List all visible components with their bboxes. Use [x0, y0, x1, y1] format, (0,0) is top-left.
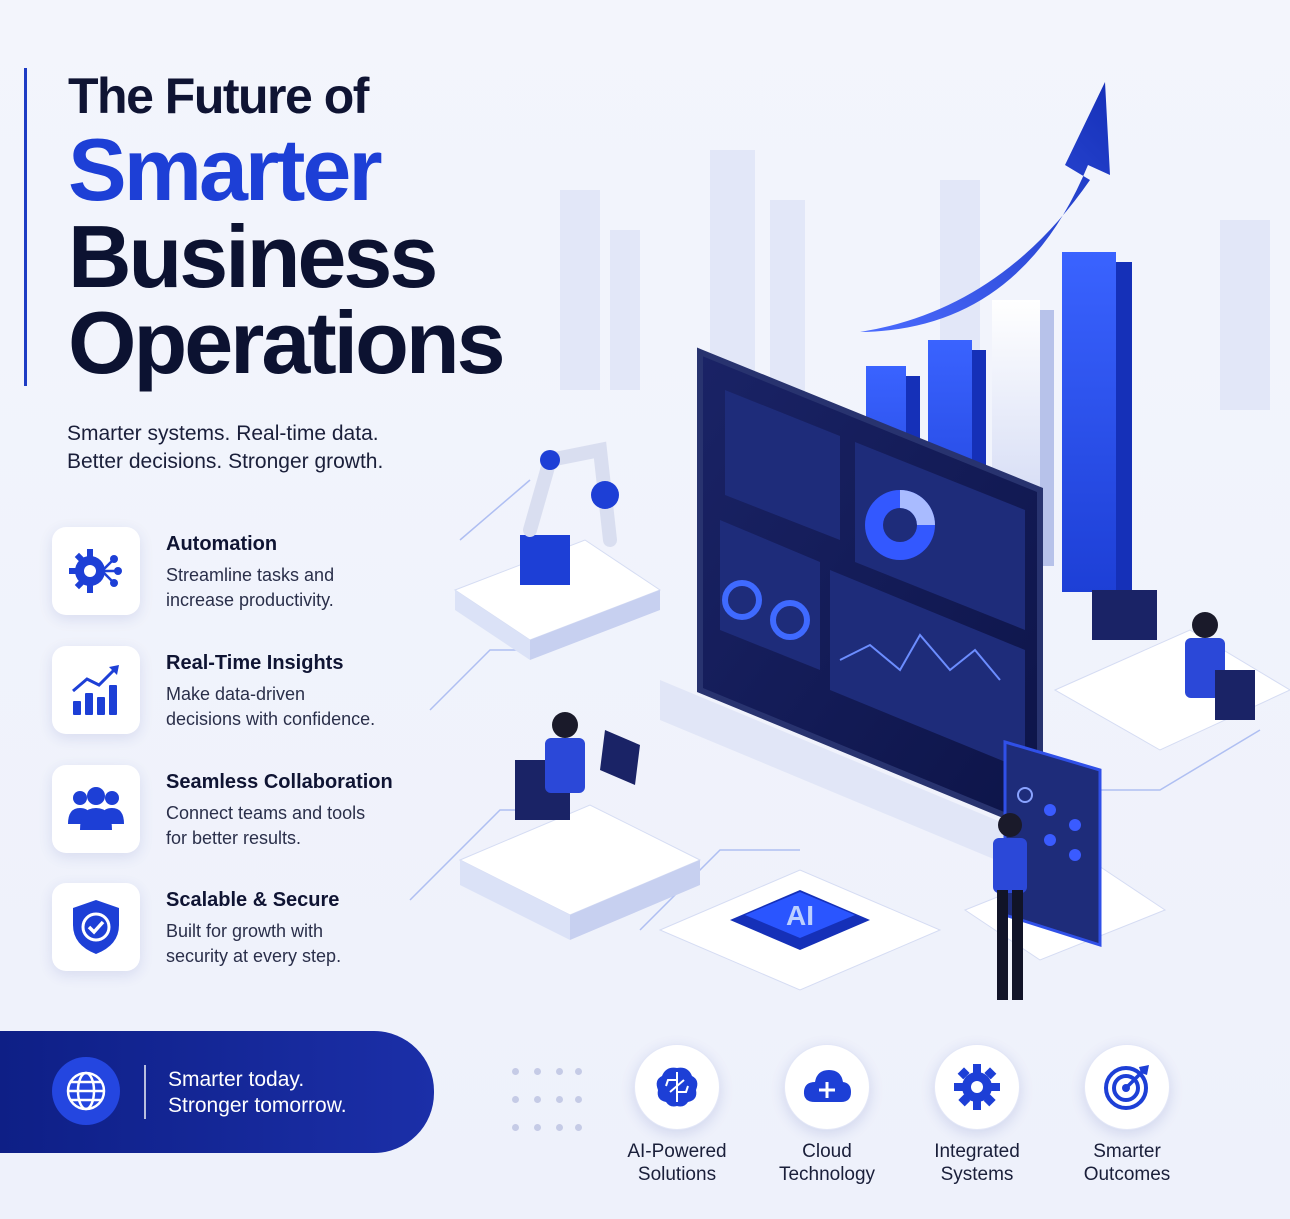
feature-desc-line: Make data-driven — [166, 684, 306, 704]
bottom-item-line: AI-Powered — [627, 1141, 727, 1162]
tagline-banner: Smarter today. Stronger tomorrow. — [0, 1031, 434, 1153]
bottom-item-label: Integrated Systems — [902, 1140, 1052, 1186]
decorative-dot-grid — [512, 1068, 582, 1134]
feature-desc-line: security at every step. — [166, 946, 342, 966]
title-accent-line — [24, 68, 27, 386]
subtitle-line-2: Better decisions. Stronger growth. — [67, 450, 384, 473]
person-at-laptop — [458, 712, 702, 940]
gear-network-icon — [52, 527, 140, 615]
ai-chip-label: AI — [786, 900, 814, 931]
feature-description: Make data-driven decisions with confiden… — [166, 682, 426, 732]
bottom-item-line: Smarter — [1093, 1141, 1161, 1162]
tagline-line: Smarter today. — [168, 1068, 305, 1091]
headline: The Future of Smarter Business Operation… — [68, 66, 506, 392]
feature-title: Scalable & Secure — [166, 889, 340, 911]
headline-line-2: Smarter — [68, 120, 383, 219]
target-icon — [1084, 1044, 1170, 1130]
feature-automation: Automation Streamline tasks and increase… — [52, 527, 472, 617]
ai-chip-platform: AI — [658, 869, 942, 991]
bar-chart-icon — [52, 646, 140, 734]
subtitle-line-1: Smarter systems. Real-time data. — [67, 422, 379, 445]
bottom-item-line: Outcomes — [1083, 1164, 1171, 1185]
feature-description: Streamline tasks and increase productivi… — [166, 563, 426, 613]
feature-smarter-outcomes: Smarter Outcomes — [1052, 1044, 1202, 1186]
feature-desc-line: increase productivity. — [166, 590, 334, 610]
feature-description: Built for growth with security at every … — [166, 919, 426, 969]
feature-description: Connect teams and tools for better resul… — [166, 801, 426, 851]
dashboard-monitor — [660, 347, 1043, 870]
brain-circuit-icon — [634, 1044, 720, 1130]
bottom-item-label: AI-Powered Solutions — [602, 1140, 752, 1186]
feature-cloud-technology: Cloud Technology — [752, 1044, 902, 1186]
banner-divider — [144, 1065, 146, 1119]
feature-ai-powered-solutions: AI-Powered Solutions — [602, 1044, 752, 1186]
skyline-background — [560, 150, 1270, 410]
feature-title: Automation — [166, 533, 278, 555]
globe-icon — [52, 1057, 120, 1125]
feature-desc-line: for better results. — [166, 828, 302, 848]
headline-line-1: The Future of — [68, 68, 369, 124]
feature-title: Real-Time Insights — [166, 652, 344, 674]
isometric-business-illustration: AI — [409, 82, 1290, 1000]
bottom-item-line: Solutions — [637, 1164, 717, 1185]
robot-arm-platform — [453, 441, 662, 660]
feature-desc-line: decisions with confidence. — [166, 709, 376, 729]
feature-desc-line: Connect teams and tools — [166, 803, 366, 823]
bottom-item-label: Smarter Outcomes — [1052, 1140, 1202, 1186]
bottom-item-line: Technology — [778, 1164, 876, 1185]
shield-check-icon — [52, 883, 140, 971]
feature-seamless-collaboration: Seamless Collaboration Connect teams and… — [52, 765, 472, 855]
bottom-item-line: Integrated — [934, 1141, 1020, 1162]
feature-desc-line: Streamline tasks and — [166, 565, 335, 585]
person-at-touch-panel — [963, 739, 1167, 1000]
tagline-text: Smarter today. Stronger tomorrow. — [168, 1067, 347, 1119]
bottom-item-line: Systems — [940, 1164, 1014, 1185]
team-icon — [52, 765, 140, 853]
tagline-line: Stronger tomorrow. — [168, 1094, 347, 1117]
bottom-item-label: Cloud Technology — [752, 1140, 902, 1186]
subtitle: Smarter systems. Real-time data. Better … — [67, 420, 383, 476]
feature-desc-line: Built for growth with — [166, 921, 324, 941]
bottom-item-line: Cloud — [802, 1141, 852, 1162]
headline-line-4: Operations — [68, 293, 506, 392]
person-at-workstation — [1053, 590, 1290, 751]
feature-title: Seamless Collaboration — [166, 771, 393, 793]
feature-integrated-systems: Integrated Systems — [902, 1044, 1052, 1186]
feature-real-time-insights: Real-Time Insights Make data-driven deci… — [52, 646, 472, 736]
feature-scalable-secure: Scalable & Secure Built for growth with … — [52, 883, 472, 973]
headline-line-3: Business — [68, 207, 438, 306]
cloud-upload-icon — [784, 1044, 870, 1130]
gear-icon — [934, 1044, 1020, 1130]
